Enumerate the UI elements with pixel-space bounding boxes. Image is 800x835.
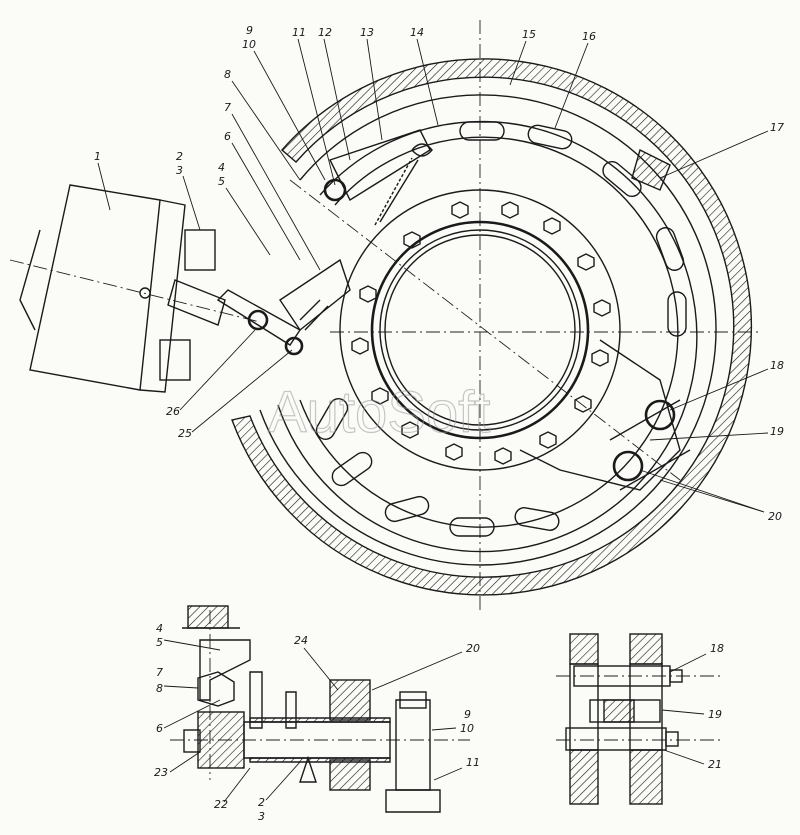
- dl-callout-24: 24: [294, 634, 308, 647]
- callout-1: 1: [94, 150, 101, 163]
- plate-top-left: [569, 633, 599, 665]
- shoe-slots: [315, 121, 687, 537]
- dl-callout-4: 4: [156, 622, 163, 635]
- watermark-text: AutoSoft: [268, 380, 490, 445]
- hub-bore-outer: [370, 220, 590, 440]
- callout-9: 9: [246, 24, 253, 37]
- dl-callout-2: 2: [258, 796, 265, 809]
- callout-10: 10: [242, 38, 256, 51]
- dl-callout-20: 20: [466, 642, 480, 655]
- dl-callout-5: 5: [156, 636, 163, 649]
- chamber-back: [19, 229, 41, 331]
- upper-shoe-outer: [259, 94, 717, 566]
- lining-block: [631, 148, 671, 191]
- camshaft-support: [329, 759, 371, 791]
- anchor-detail-callouts: 18 19 21: [661, 642, 724, 771]
- clevis-pin: [284, 336, 304, 356]
- axle-tube: [384, 234, 576, 426]
- grease-fitting: [183, 729, 201, 753]
- lower-spring: [299, 299, 329, 331]
- shoe-rim: [299, 136, 679, 528]
- anchor-plate: [519, 339, 681, 491]
- dl-callout-11: 11: [466, 756, 480, 769]
- callout-6: 6: [224, 130, 231, 143]
- callout-17: 17: [770, 121, 784, 134]
- lever-hub: [197, 711, 245, 769]
- pin-nut-21: [665, 731, 679, 747]
- dr-callout-21: 21: [708, 758, 722, 771]
- bracket-plate: [249, 671, 263, 729]
- brake-chamber-body: [29, 184, 161, 391]
- plate-top-right: [629, 633, 663, 665]
- callout-12: 12: [318, 26, 332, 39]
- callout-18: 18: [770, 359, 784, 372]
- callout-20: 20: [768, 510, 782, 523]
- dl-callout-8: 8: [156, 682, 163, 695]
- dl-callout-6: 6: [156, 722, 163, 735]
- chamber-center-mark: [139, 287, 151, 299]
- diagonal-axis: [289, 179, 681, 481]
- return-spring-upper: [374, 157, 413, 226]
- callout-4: 4: [218, 161, 225, 174]
- anchor-pin-21: [565, 727, 667, 751]
- pin-nut-18: [669, 669, 683, 683]
- dl-callout-23: 23: [154, 766, 168, 779]
- camshaft-detail-callouts: 4 5 7 8 6 23 22 2 3 24 20 9 10 11: [154, 622, 480, 823]
- dl-callout-7: 7: [156, 666, 163, 679]
- callout-5: 5: [218, 175, 225, 188]
- roller: [323, 178, 347, 202]
- hub-flange: [339, 189, 621, 471]
- dl-callout-10: 10: [460, 722, 474, 735]
- plate-bottom-right: [629, 749, 663, 805]
- right-plate-body: [629, 663, 663, 751]
- callout-16: 16: [582, 30, 596, 43]
- spring-hook: [411, 143, 433, 157]
- anchor-pin-section-detail: [556, 633, 720, 805]
- anchor-nut: [329, 679, 371, 721]
- brake-drum-assembly: [9, 20, 760, 610]
- callout-13: 13: [360, 26, 374, 39]
- cam: [279, 258, 351, 332]
- support-plate: [285, 691, 297, 729]
- callout-26: 26: [166, 405, 180, 418]
- callout-14: 14: [410, 26, 424, 39]
- callout-7: 7: [224, 101, 231, 114]
- callout-25: 25: [178, 427, 192, 440]
- hub-bore-inner: [379, 229, 581, 431]
- lever-arm: [199, 639, 251, 701]
- callout-8: 8: [224, 68, 231, 81]
- plate-bottom-left: [569, 749, 599, 805]
- callout-19: 19: [770, 425, 784, 438]
- flange-bolts: [351, 201, 611, 465]
- mounting-bracket-bottom: [159, 339, 191, 381]
- link-bushing: [603, 699, 635, 723]
- callout-11: 11: [292, 26, 306, 39]
- anchor-link: [609, 399, 691, 491]
- callout-2: 2: [176, 150, 183, 163]
- callout-15: 15: [522, 28, 536, 41]
- adjuster-lever: [216, 289, 302, 346]
- dr-callout-18: 18: [710, 642, 724, 655]
- bottom-bracket: [385, 789, 441, 813]
- anchor-pin-20: [612, 450, 644, 482]
- adjuster-nut: [197, 671, 235, 707]
- mounting-bracket-top: [184, 229, 216, 271]
- dr-callout-19: 19: [708, 708, 722, 721]
- grease-nipple: [299, 755, 317, 783]
- callout-3: 3: [176, 164, 183, 177]
- brake-drum: [231, 58, 753, 596]
- anchor-pin-18: [644, 399, 676, 431]
- chamber-flange: [139, 199, 186, 393]
- push-rod: [167, 279, 226, 326]
- dl-callout-3: 3: [258, 810, 265, 823]
- cam-cap: [399, 691, 427, 709]
- cam-head: [395, 699, 431, 791]
- dl-callout-9: 9: [464, 708, 471, 721]
- return-spring-upper-b: [379, 159, 419, 223]
- main-callouts: 1 2 3 4 5 6 7 8 9 10 11 12 13 14 15 16 1…: [94, 24, 784, 523]
- upper-bolt-head: [187, 605, 229, 629]
- camshaft-section-detail: [170, 605, 470, 813]
